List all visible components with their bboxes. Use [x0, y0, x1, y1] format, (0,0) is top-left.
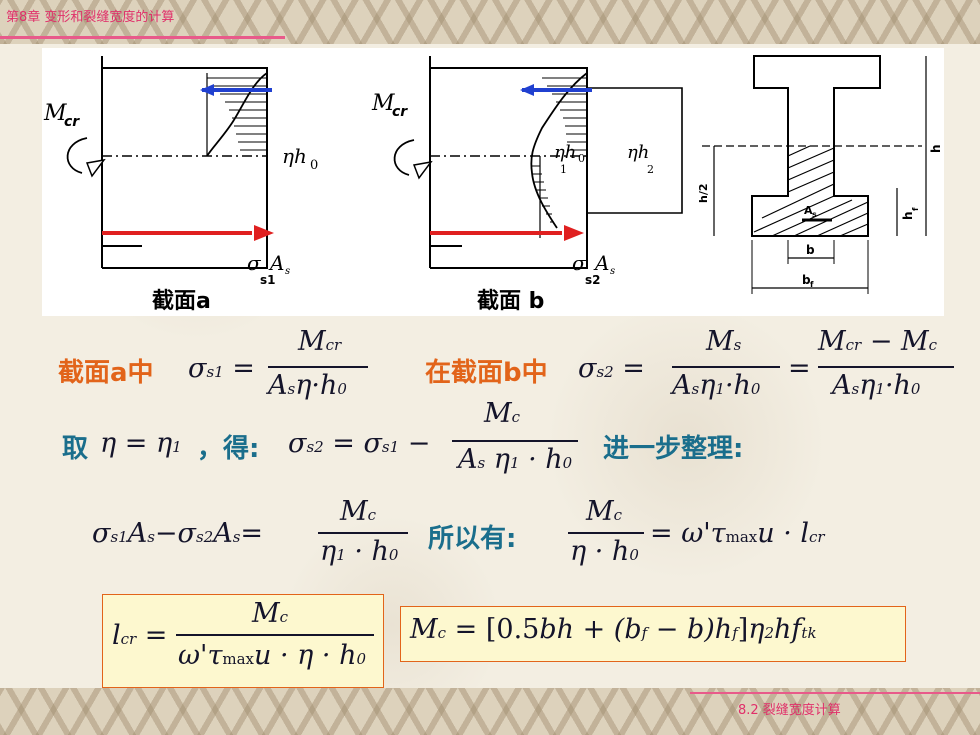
- line3-so: 所以有:: [428, 524, 517, 554]
- eta1-h0-label: ηh: [554, 142, 576, 163]
- sigma-s2-sub: s2: [585, 273, 601, 287]
- top-decorative-band: [0, 0, 980, 44]
- eta-h0-label-a: ηh: [282, 144, 307, 168]
- eq7-numerator: Mc: [252, 598, 289, 629]
- eq3-numerator: Mcr − Mc: [818, 326, 938, 357]
- dim-h2-label: h/2: [697, 183, 710, 203]
- eq8-formula: Mc = [0.5bh + (bf − b)hf]η2hftk: [410, 614, 817, 645]
- bottom-decorative-band: [0, 688, 980, 735]
- eq1-sigma-s1: σs1 =: [188, 353, 255, 384]
- eq7-fraction-bar: [176, 634, 374, 636]
- eta-h0-sub-a: 0: [310, 158, 318, 173]
- as-sub-t: s: [812, 210, 817, 219]
- as-label-a: A: [268, 251, 284, 275]
- eq1-numerator: Mcr: [298, 326, 342, 357]
- section-diagram-figure: M cr ηh 0 σ s1 A s 截面a: [42, 48, 944, 316]
- eq5-numerator: Mc: [340, 496, 377, 527]
- as-label-b: A: [593, 251, 609, 275]
- section-title: 8.2 裂缝宽度计算: [738, 703, 841, 718]
- as-sub-a: s: [285, 266, 290, 277]
- sigma-s2-label: σ: [572, 251, 587, 275]
- section-b-label: 截面 b: [477, 289, 544, 314]
- section-b-drawing: [429, 56, 683, 269]
- eta2-h-label: ηh: [627, 142, 649, 163]
- eq6-denominator: η · h0: [570, 536, 639, 567]
- moment-label-a: M: [43, 101, 67, 126]
- eq4-lhs: σs2 = σs1 −: [288, 428, 431, 459]
- eq2-fraction-bar: [672, 366, 780, 368]
- mc-formula-box: [400, 606, 906, 662]
- section-diagram-svg: M cr ηh 0 σ s1 A s 截面a: [43, 55, 943, 314]
- eq5-denominator: η1 · h0: [320, 536, 399, 567]
- eq2-denominator: Asη1·h0: [672, 370, 761, 401]
- line1-prefix: 截面a中: [58, 358, 154, 388]
- sigma-s1-sub: s1: [260, 273, 276, 287]
- line2-next: 进一步整理:: [603, 434, 744, 464]
- section-a-drawing: [101, 56, 268, 269]
- header-underline: [0, 36, 285, 39]
- eq5-fraction-bar: [318, 532, 408, 534]
- eq6-numerator: Mc: [586, 496, 623, 527]
- moment-label-b: M: [371, 91, 395, 116]
- eta1-h0-sub: 0: [578, 152, 585, 165]
- sigma-s1-label: σ: [247, 251, 262, 275]
- eq2-equals: =: [788, 353, 811, 384]
- dim-bf-sub: f: [810, 280, 814, 289]
- eta1-sub: 1: [560, 163, 567, 176]
- lcr-formula-box: [102, 594, 384, 688]
- eq1-denominator: Asη·h0: [268, 370, 347, 401]
- as-label-t: A: [804, 204, 813, 217]
- eq1-fraction-bar: [268, 366, 368, 368]
- dim-bf-label: b: [802, 273, 811, 287]
- moment-sub-b: cr: [392, 104, 408, 120]
- eq4-eta-equals: η = η1: [100, 428, 182, 459]
- eq3-denominator: Asη1·h0: [832, 370, 921, 401]
- eq6-rhs: = ω'τmaxu · lcr: [650, 518, 825, 549]
- eq4-fraction-bar: [452, 440, 578, 442]
- eq7-denominator: ω'τmaxu · η · h0: [178, 640, 367, 671]
- line2-take: 取: [62, 434, 89, 464]
- as-sub-b: s: [610, 266, 615, 277]
- section-a-label: 截面a: [152, 289, 211, 314]
- eq3-fraction-bar: [818, 366, 954, 368]
- eq2-numerator: Ms: [706, 326, 742, 357]
- dim-hf-label: h: [901, 211, 915, 220]
- eq2-sigma-s2: σs2 =: [578, 353, 645, 384]
- dim-hf-sub: f: [911, 207, 920, 211]
- eq7-lhs: lcr =: [112, 620, 168, 651]
- moment-sub-a: cr: [64, 114, 80, 130]
- t-section-drawing: [702, 55, 927, 294]
- eq4-denominator: As η1 · h0: [458, 444, 573, 475]
- moment-curl-a: [66, 137, 88, 174]
- eq6-fraction-bar: [568, 532, 644, 534]
- footer-line: [690, 692, 980, 694]
- eq4-numerator: Mc: [484, 398, 521, 429]
- moment-curl-b: [393, 139, 415, 176]
- eta2-sub: 2: [647, 163, 654, 176]
- eq5-lhs: σs1As−σs2As=: [92, 518, 264, 549]
- dim-h-label: h: [929, 144, 943, 153]
- line2-get: ，得:: [197, 434, 260, 464]
- line1-mid: 在截面b中: [425, 358, 548, 388]
- chapter-title: 第8章 变形和裂缝宽度的计算: [6, 10, 175, 25]
- dim-b-label: b: [806, 243, 815, 257]
